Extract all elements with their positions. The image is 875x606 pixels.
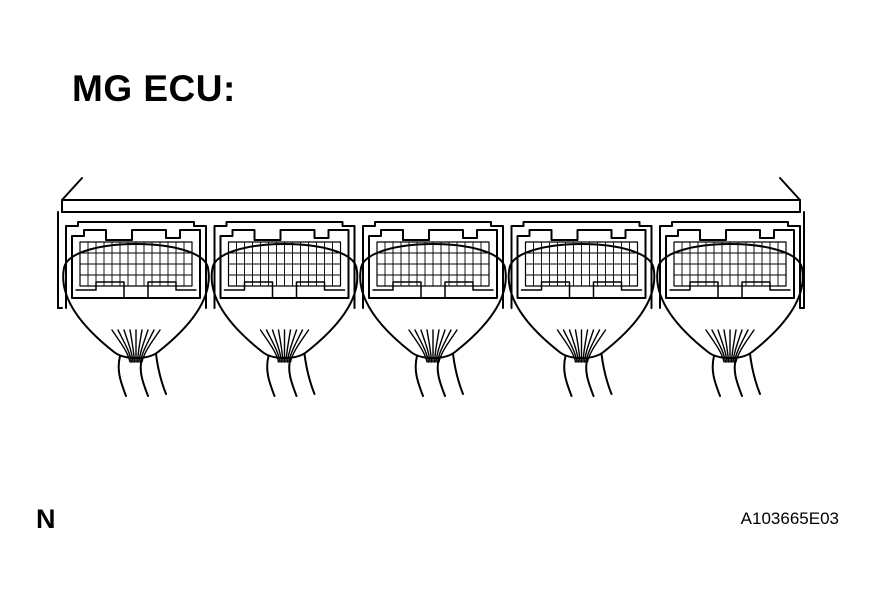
terminal-cells — [376, 241, 490, 287]
connector-3 — [359, 221, 507, 397]
wire-strands — [111, 329, 161, 363]
harness-cover — [210, 243, 359, 359]
connector-body — [213, 221, 356, 309]
wire-harness — [414, 353, 464, 397]
connector-lock-profile — [372, 281, 494, 299]
wire-strands — [408, 329, 458, 363]
connector-2 — [210, 221, 359, 397]
connector-lock-profile — [223, 281, 346, 299]
connector-frame — [665, 229, 795, 299]
connector-body — [659, 221, 801, 309]
figure-id-label: A103665E03 — [740, 509, 839, 528]
harness-cover — [62, 243, 210, 359]
terminal-cells — [228, 241, 341, 287]
connector-body — [510, 221, 653, 309]
diagram-title: MG ECU: — [72, 68, 236, 109]
wire-harness — [563, 353, 613, 397]
harness-cover — [507, 243, 656, 359]
connector-5 — [656, 221, 804, 397]
connector-1 — [62, 221, 210, 397]
connector-body — [65, 221, 207, 309]
connector-lock-profile — [75, 281, 197, 299]
connector-frame — [516, 229, 647, 299]
ecu-housing — [57, 177, 805, 309]
view-letter-label: N — [36, 504, 56, 534]
wire-strands — [259, 329, 310, 363]
connector-lock-profile — [669, 281, 791, 299]
wire-strands — [556, 329, 607, 363]
wire-harness — [266, 353, 316, 397]
terminal-cells — [525, 241, 638, 287]
harness-cover — [656, 243, 804, 359]
connector-body — [362, 221, 504, 309]
wire-strands — [705, 329, 755, 363]
connector-frame — [71, 229, 201, 299]
connector-frame — [368, 229, 498, 299]
connector-4 — [507, 221, 656, 397]
wire-harness — [711, 353, 761, 397]
terminal-cells — [673, 241, 787, 287]
harness-cover — [359, 243, 507, 359]
connector-frame — [219, 229, 350, 299]
wire-harness — [117, 353, 167, 397]
connector-lock-profile — [520, 281, 643, 299]
terminal-cells — [79, 241, 193, 287]
